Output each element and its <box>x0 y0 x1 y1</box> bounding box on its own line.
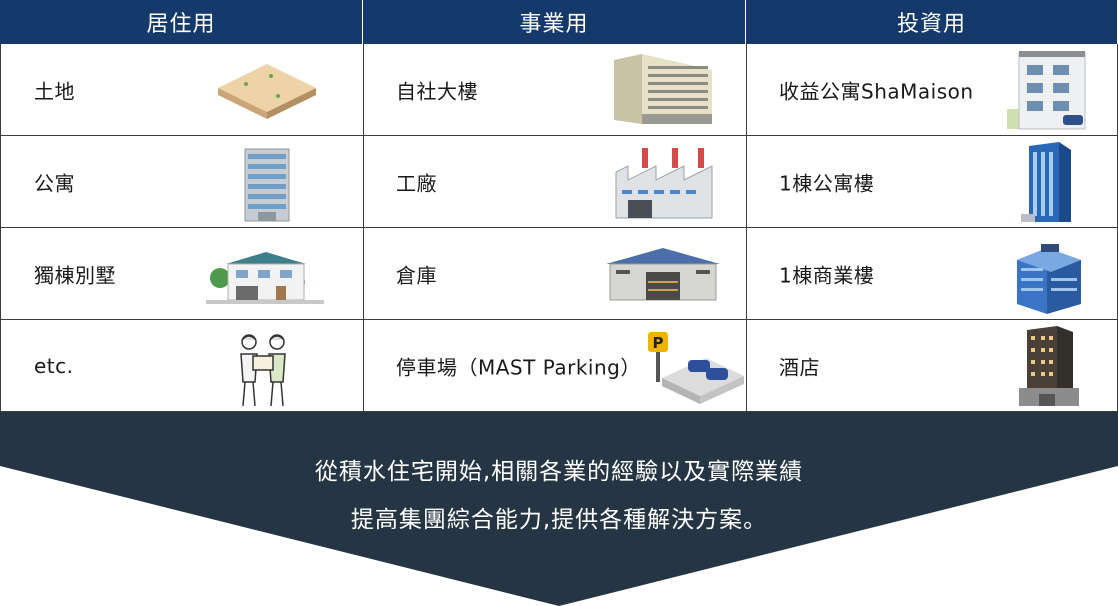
cell-hotel: 酒店 <box>746 320 1118 412</box>
cell-apartment: 公寓 <box>0 136 363 228</box>
cell-label: 土地 <box>34 79 75 103</box>
svg-text:P: P <box>653 334 664 352</box>
cell-label: 酒店 <box>779 355 820 379</box>
hotel-icon <box>1019 326 1079 406</box>
factory-icon <box>615 148 713 219</box>
rental-apartment-icon <box>1007 51 1086 130</box>
workers-icon <box>240 334 286 407</box>
banner-arrow-shape <box>0 412 1118 606</box>
cell-label: 公寓 <box>34 171 75 195</box>
cell-label: 停車場（MAST Parking） <box>396 355 641 379</box>
apartment-icon <box>244 148 290 222</box>
detached-house-icon <box>206 252 324 304</box>
cell-detached-house: 獨棟別墅 <box>0 228 363 320</box>
office-building-icon <box>614 54 712 124</box>
header-investment: 投資用 <box>746 0 1118 44</box>
summary-banner: 從積水住宅開始,相關各業的經驗以及實際業績 提高集團綜合能力,提供各種解決方案。 <box>0 412 1118 606</box>
cell-label: etc. <box>34 353 74 378</box>
cell-parking: 停車場（MAST Parking） P <box>363 320 746 412</box>
cell-label: 倉庫 <box>396 263 437 287</box>
land-icon <box>218 64 316 119</box>
apartment-tower-icon <box>1021 142 1071 222</box>
parking-icon: P <box>648 332 744 404</box>
category-table: 居住用 事業用 投資用 土地 自社大樓 收益公寓ShaMaison <box>0 0 1118 412</box>
cell-etc: etc. <box>0 320 363 412</box>
cell-label: 自社大樓 <box>396 79 478 103</box>
cell-label: 工廠 <box>396 171 437 195</box>
cell-label: 獨棟別墅 <box>34 263 116 287</box>
cell-warehouse: 倉庫 <box>363 228 746 320</box>
cell-apartment-tower: 1棟公寓樓 <box>746 136 1118 228</box>
cell-label: 1棟公寓樓 <box>779 171 875 195</box>
commercial-building-icon <box>1017 244 1081 314</box>
header-business: 事業用 <box>363 0 746 44</box>
cell-land: 土地 <box>0 44 363 136</box>
cell-office-building: 自社大樓 <box>363 44 746 136</box>
banner-line-1: 從積水住宅開始,相關各業的經驗以及實際業績 <box>314 459 804 485</box>
cell-label: 1棟商業樓 <box>779 263 875 287</box>
cell-factory: 工廠 <box>363 136 746 228</box>
header-residential: 居住用 <box>0 0 363 44</box>
cell-commercial-building: 1棟商業樓 <box>746 228 1118 320</box>
banner-line-2: 提高集團綜合能力,提供各種解決方案。 <box>350 507 768 533</box>
cell-label: 收益公寓ShaMaison <box>779 79 974 103</box>
cell-rental-apartment: 收益公寓ShaMaison <box>746 44 1118 136</box>
warehouse-icon <box>606 248 720 301</box>
